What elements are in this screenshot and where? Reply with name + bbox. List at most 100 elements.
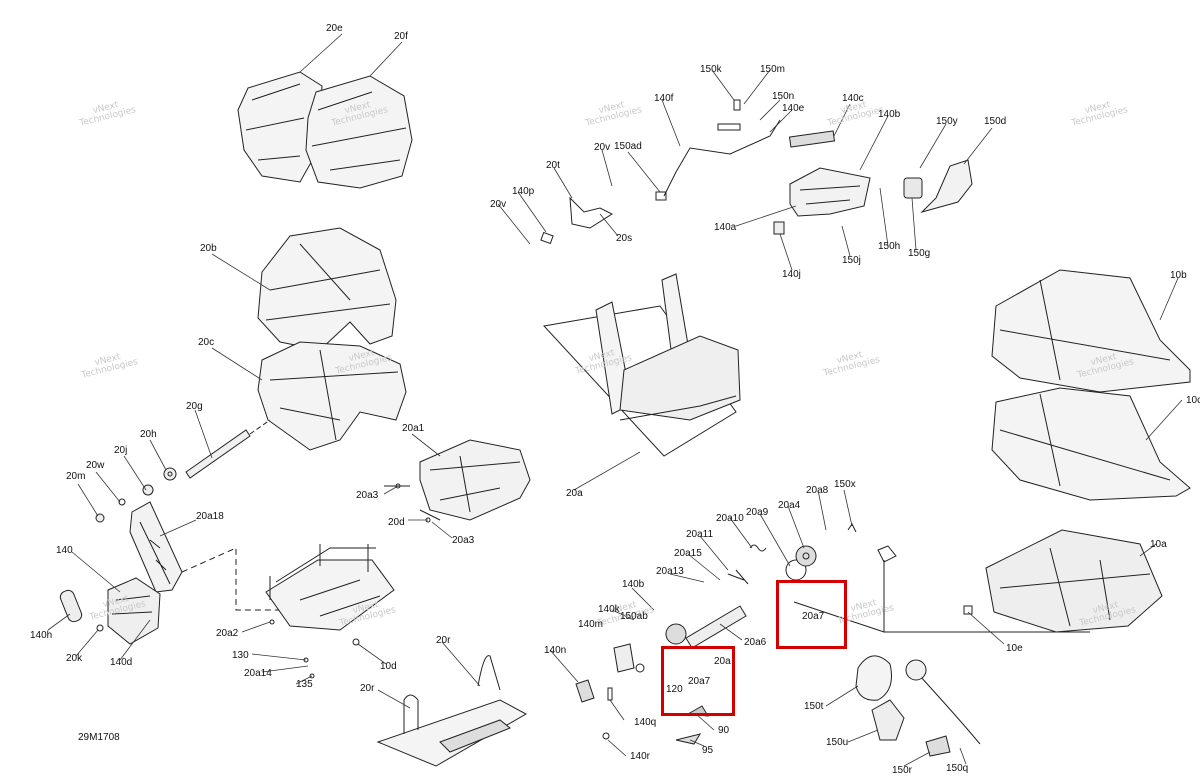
part-label: 140c — [842, 93, 864, 104]
tube-20a6 — [685, 605, 747, 649]
part-label: 20t — [546, 160, 560, 171]
part-label: 20m — [66, 471, 86, 482]
part-label: 150d — [984, 116, 1007, 127]
part-label: 140e — [782, 103, 805, 114]
part-label: 150y — [936, 116, 958, 127]
part-label: 20v — [490, 199, 507, 210]
part-label: 90 — [718, 725, 730, 736]
cap-140n — [575, 679, 595, 703]
highlight-box-20a7-center — [661, 646, 735, 716]
part-label: 20a18 — [196, 511, 224, 522]
part-label: 140q — [634, 717, 657, 728]
part-label: 20k — [66, 653, 83, 664]
part-label: 20r — [436, 635, 451, 646]
switch-150u — [871, 699, 905, 741]
connector-150r — [925, 735, 951, 757]
part-label: 20a — [714, 656, 731, 667]
screw-20w — [118, 498, 126, 506]
screw-20k — [96, 624, 104, 632]
seat-base-10a — [985, 529, 1163, 633]
seat-back-cover-20f — [305, 75, 413, 189]
part-label: 20a3 — [452, 535, 475, 546]
part-label: 20a9 — [746, 507, 769, 518]
part-label: 140 — [56, 545, 73, 556]
bracket-20a1 — [419, 439, 531, 521]
part-label: 140b — [878, 109, 901, 120]
connector-150k — [733, 99, 741, 111]
handle-140a — [789, 167, 871, 217]
part-label: 150ad — [614, 141, 642, 152]
part-label: 20a4 — [778, 500, 801, 511]
highlight-box-20a7-right — [776, 580, 847, 649]
part-label: 20j — [114, 445, 128, 456]
part-label: 150x — [834, 479, 856, 490]
part-label: 150j — [842, 255, 861, 266]
part-label: 150t — [804, 701, 824, 712]
part-label: 10c — [1186, 395, 1200, 406]
seat-back-20b — [257, 227, 397, 351]
part-label: 10b — [1170, 270, 1187, 281]
part-label: 150n — [772, 91, 795, 102]
module-150g — [903, 177, 923, 199]
part-label: 20g — [186, 401, 203, 412]
part-label: 140m — [578, 619, 604, 630]
seat-cushion-10b — [991, 269, 1191, 393]
part-label: 140d — [110, 657, 133, 668]
part-label: 20a — [566, 488, 583, 499]
part-label: 140n — [544, 645, 567, 656]
part-label: 20a3 — [356, 490, 379, 501]
part-label: 130 — [232, 650, 249, 661]
washer-20h — [163, 467, 177, 481]
part-label: 20a14 — [244, 668, 272, 679]
pulley-20a4 — [795, 545, 817, 567]
part-label: 20a10 — [716, 513, 744, 524]
seat-back-20c — [257, 341, 407, 451]
part-label: 20a2 — [216, 628, 239, 639]
frame-20a2 — [265, 544, 395, 631]
spring-20a10 — [749, 544, 767, 552]
part-label: 10d — [380, 661, 397, 672]
part-label: 140j — [782, 269, 801, 280]
part-label: 20a11 — [686, 529, 714, 540]
shaft-20g — [185, 429, 251, 479]
part-label: 20a15 — [674, 548, 702, 559]
seat-back-cover-20e — [237, 71, 323, 183]
boot-150t — [855, 655, 892, 701]
part-label: 20s — [616, 233, 633, 244]
part-label: 20v — [594, 142, 611, 153]
part-label: 140a — [714, 222, 737, 233]
diagram-id-label: 29M1708 — [78, 732, 120, 743]
part-label: 140f — [654, 93, 674, 104]
part-label: 20c — [198, 337, 215, 348]
part-label: 140b — [622, 579, 645, 590]
switch-140j — [773, 221, 785, 235]
part-label: 150g — [908, 248, 931, 259]
part-label: 150m — [760, 64, 786, 75]
part-label: 20e — [326, 23, 343, 34]
part-label: 20a8 — [806, 485, 829, 496]
seat-base-20r — [376, 655, 528, 767]
part-label: 120 — [666, 684, 683, 695]
bracket-140m — [613, 643, 635, 673]
bracket-150d — [920, 159, 973, 213]
part-label: 10e — [1006, 643, 1023, 654]
connector-150n — [717, 123, 741, 131]
part-label: 150k — [700, 64, 722, 75]
part-label: 140k — [598, 604, 620, 615]
part-label: 150ab — [620, 611, 648, 622]
gear-20a — [665, 623, 687, 645]
harness-140f — [663, 119, 781, 197]
part-label: 20a13 — [656, 566, 684, 577]
part-label: 20a1 — [402, 423, 425, 434]
harness-20t — [569, 196, 614, 229]
cable-150q — [919, 675, 981, 745]
part-label: 20f — [394, 31, 408, 42]
part-label: 20b — [200, 243, 217, 254]
seat-frame-20a — [543, 273, 741, 457]
part-label: 95 — [702, 745, 714, 756]
seat-cushion-10c — [991, 387, 1191, 501]
part-label: 20a7 — [802, 611, 825, 622]
pad-140c — [788, 130, 836, 148]
